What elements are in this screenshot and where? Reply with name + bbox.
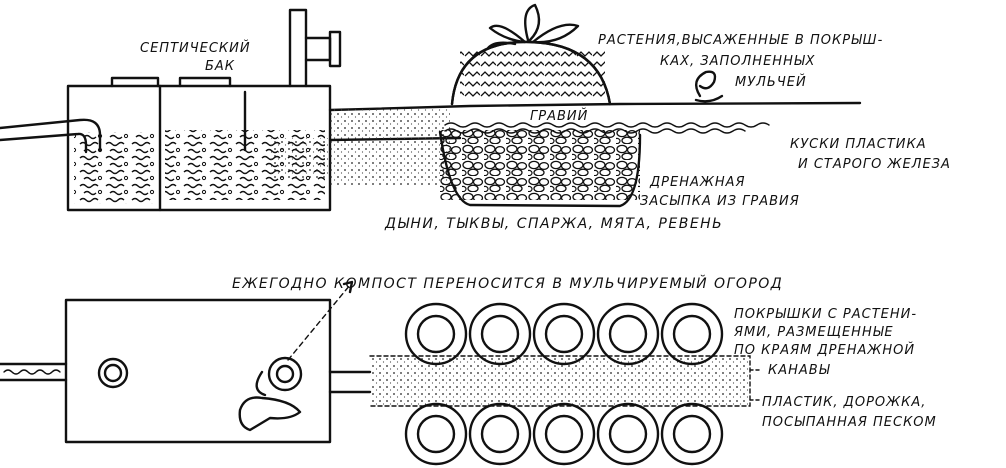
compost-arrow: [287, 284, 351, 361]
svg-text:ЕЖЕГОДНО КОМПОСТ ПЕРЕНОСИТСЯ В: ЕЖЕГОДНО КОМПОСТ ПЕРЕНОСИТСЯ В МУЛЬЧИРУЕ…: [232, 274, 783, 292]
svg-text:СЕПТИЧЕСКИЙ: СЕПТИЧЕСКИЙ: [140, 40, 251, 56]
hand-icon: [238, 396, 302, 432]
section-cross-view: [0, 3, 862, 212]
label-gravel: ГРАВИЙ: [530, 108, 588, 124]
tires-top-row: [404, 302, 724, 366]
label-septic-1: СЕПТИЧЕСКИЙ: [140, 40, 251, 56]
label-sand-1: ПЛАСТИК, ДОРОЖКА,: [762, 395, 926, 410]
tires-bottom-row: [404, 402, 724, 466]
outflow-sand: [330, 108, 450, 186]
plant-icon: [486, 3, 580, 50]
svg-text:ДРЕНАЖНАЯ: ДРЕНАЖНАЯ: [649, 175, 746, 190]
label-plants-3: МУЛЬЧЕЙ: [735, 74, 807, 90]
svg-text:ЯМИ, РАЗМЕЩЕННЫЕ: ЯМИ, РАЗМЕЩЕННЫЕ: [733, 325, 894, 340]
label-drainage-1: ДРЕНАЖНАЯ: [649, 175, 746, 190]
label-tires-2: ЯМИ, РАЗМЕЩЕННЫЕ: [733, 325, 894, 340]
svg-text:ПО КРАЯМ ДРЕНАЖНОЙ: ПО КРАЯМ ДРЕНАЖНОЙ: [734, 342, 915, 358]
svg-text:МУЛЬЧЕЙ: МУЛЬЧЕЙ: [735, 74, 807, 90]
label-crops: ДЫНИ, ТЫКВЫ, СПАРЖА, МЯТА, РЕВЕНЬ: [384, 216, 723, 232]
label-septic-2: БАК: [205, 59, 235, 74]
worm-icon: [694, 70, 717, 98]
svg-text:БАК: БАК: [205, 59, 235, 74]
svg-text:РАСТЕНИЯ,ВЫСАЖЕННЫЕ В ПОКРЫШ-: РАСТЕНИЯ,ВЫСАЖЕННЫЕ В ПОКРЫШ-: [598, 33, 883, 48]
inlet-pipe: [0, 118, 102, 152]
section-plan-view: [0, 280, 763, 466]
label-plastic-2: И СТАРОГО ЖЕЛЕЗА: [798, 157, 951, 172]
svg-text:ПОКРЫШКИ С РАСТЕНИ-: ПОКРЫШКИ С РАСТЕНИ-: [734, 307, 917, 322]
svg-text:ПЛАСТИК, ДОРОЖКА,: ПЛАСТИК, ДОРОЖКА,: [762, 395, 926, 410]
svg-text:КАНАВЫ: КАНАВЫ: [768, 363, 831, 378]
label-compost: ЕЖЕГОДНО КОМПОСТ ПЕРЕНОСИТСЯ В МУЛЬЧИРУЕ…: [232, 274, 783, 292]
label-plants-1: РАСТЕНИЯ,ВЫСАЖЕННЫЕ В ПОКРЫШ-: [598, 33, 883, 48]
label-drainage-2: ЗАСЫПКА ИЗ ГРАВИЯ: [640, 194, 800, 209]
svg-text:ГРАВИЙ: ГРАВИЙ: [530, 108, 588, 124]
vent-pipe: [288, 8, 308, 88]
plastic-layer: [444, 122, 770, 128]
svg-text:И СТАРОГО ЖЕЛЕЗА: И СТАРОГО ЖЕЛЕЗА: [798, 157, 951, 172]
manhole: [267, 356, 303, 392]
drainage-gravel: [440, 130, 640, 200]
svg-text:КУСКИ ПЛАСТИКА: КУСКИ ПЛАСТИКА: [790, 137, 927, 152]
label-tires-4: КАНАВЫ: [768, 363, 831, 378]
svg-text:ЗАСЫПКА ИЗ ГРАВИЯ: ЗАСЫПКА ИЗ ГРАВИЯ: [640, 194, 800, 209]
label-sand-2: ПОСЫПАННАЯ ПЕСКОМ: [762, 415, 937, 430]
svg-text:ДЫНИ, ТЫКВЫ, СПАРЖА, МЯТА, РЕВ: ДЫНИ, ТЫКВЫ, СПАРЖА, МЯТА, РЕВЕНЬ: [384, 216, 723, 232]
label-plastic-1: КУСКИ ПЛАСТИКА: [790, 137, 927, 152]
label-plants-2: КАХ, ЗАПОЛНЕННЫХ: [660, 54, 815, 69]
svg-text:ПОСЫПАННАЯ ПЕСКОМ: ПОСЫПАННАЯ ПЕСКОМ: [762, 415, 937, 430]
svg-text:КАХ, ЗАПОЛНЕННЫХ: КАХ, ЗАПОЛНЕННЫХ: [660, 54, 815, 69]
label-tires-3: ПО КРАЯМ ДРЕНАЖНОЙ: [734, 342, 915, 358]
label-tires-1: ПОКРЫШКИ С РАСТЕНИ-: [734, 307, 917, 322]
